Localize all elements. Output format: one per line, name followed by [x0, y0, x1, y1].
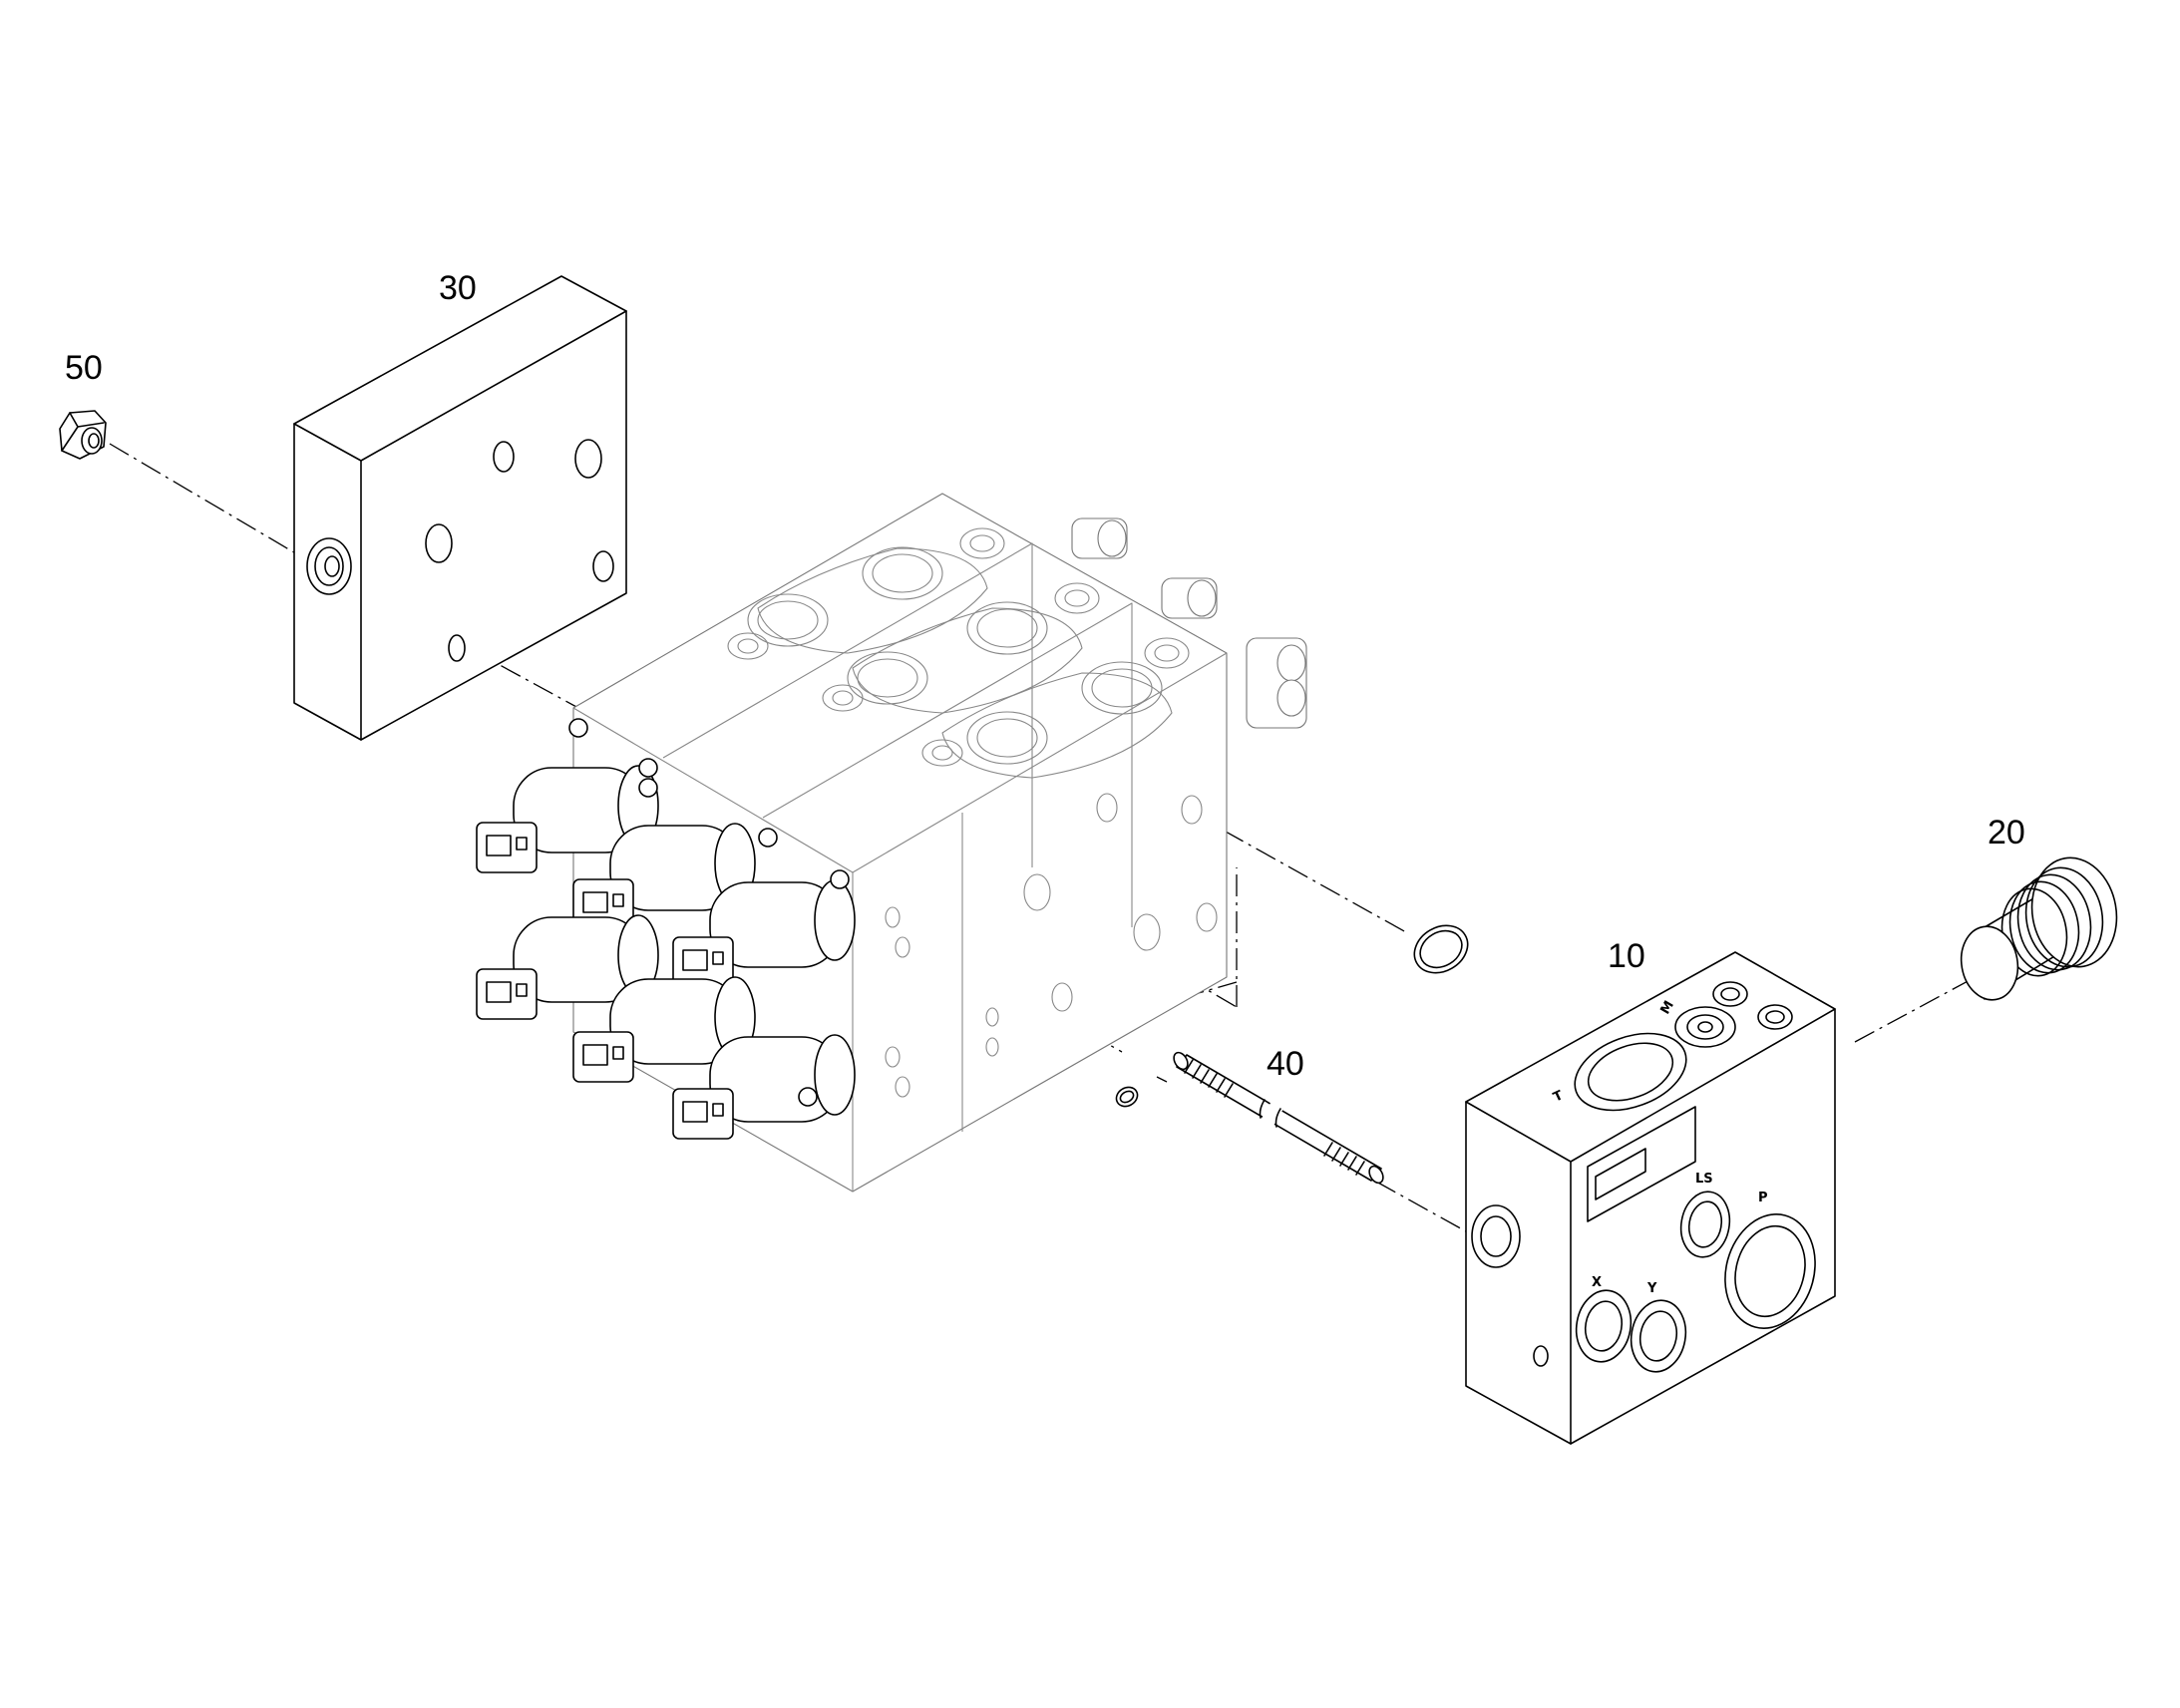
- end-plate-part-30: [293, 275, 627, 741]
- o-ring-small: [1115, 1086, 1139, 1108]
- port-label-ls: LS: [1695, 1172, 1713, 1187]
- callout-50: 50: [65, 349, 103, 387]
- tie-rod-part-40: [1173, 1051, 1384, 1185]
- front-screws: [568, 718, 850, 1107]
- valve-stack: [476, 493, 1307, 1193]
- callout-40: 40: [1267, 1045, 1304, 1083]
- solenoid-3: [476, 914, 659, 1020]
- callout-10: 10: [1608, 937, 1645, 975]
- callout-20: 20: [1988, 814, 2025, 852]
- plug-part-20: [1960, 856, 2118, 1001]
- solenoid-5: [572, 976, 756, 1083]
- callout-30: 30: [439, 269, 477, 307]
- port-label-p: P: [1758, 1191, 1768, 1205]
- inlet-block-part-10: T M X Y LS P: [1465, 951, 1836, 1445]
- port-label-y: Y: [1646, 1281, 1657, 1296]
- o-ring-large: [1413, 924, 1469, 974]
- stack-face-ports: [885, 793, 1218, 1098]
- port-label-x: X: [1592, 1275, 1602, 1290]
- rear-actuators: [1071, 517, 1307, 729]
- solenoid-coils: [476, 765, 856, 1140]
- hex-nut-part-50: [59, 410, 107, 460]
- top-port-bosses: [727, 527, 1190, 779]
- solenoid-4: [672, 879, 856, 988]
